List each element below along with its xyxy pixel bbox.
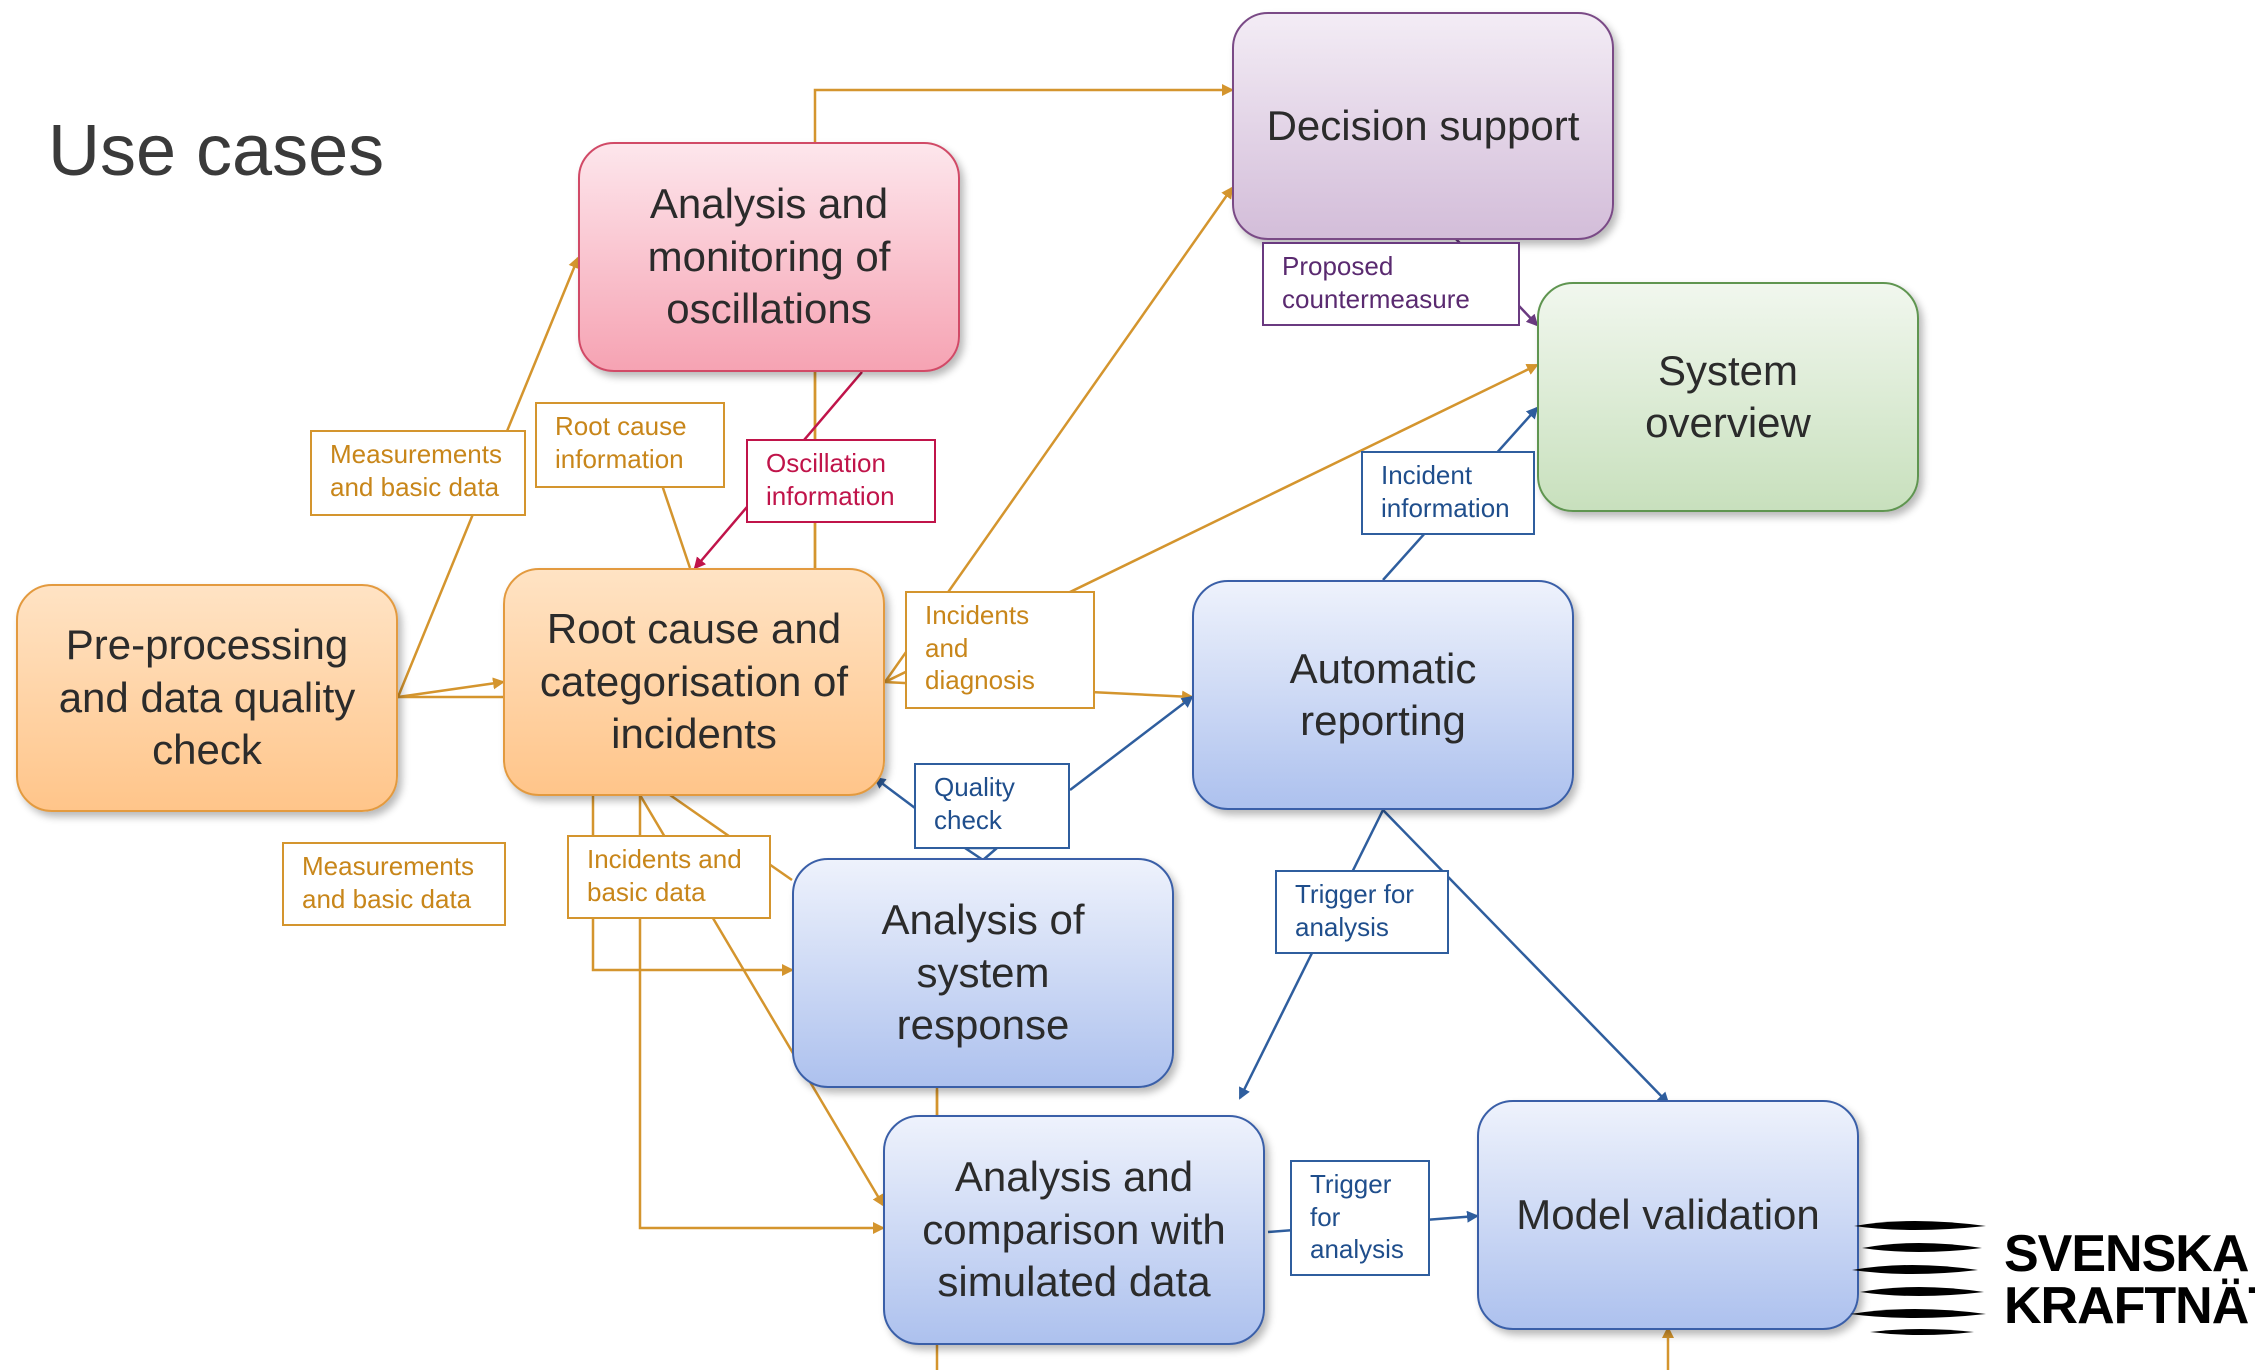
node-root-cause-label: Root cause and categorisation of inciden… — [539, 605, 849, 758]
node-oscillations: Analysis and monitoring of oscillations — [578, 142, 960, 372]
node-model-validation: Model validation — [1477, 1100, 1859, 1330]
label-incidents-diagnosis: Incidents and diagnosis — [905, 591, 1095, 709]
label-trigger-analysis-1: Trigger for analysis — [1275, 870, 1449, 954]
edge-reporting-to-validation — [1382, 809, 1670, 1105]
label-measurements-top: Measurements and basic data — [310, 430, 526, 516]
page-title: Use cases — [48, 111, 385, 191]
node-root-cause: Root cause and categorisation of inciden… — [503, 568, 885, 796]
node-automatic-reporting: Automatic reporting — [1192, 580, 1574, 810]
label-oscillation-info: Oscillation information — [746, 439, 936, 523]
edge-rootcause-to-simulated-a — [638, 795, 885, 1234]
node-system-overview: System overview — [1537, 282, 1919, 512]
edge-rootcause-label-root — [660, 484, 692, 569]
edge-quality-to-reporting — [1069, 695, 1194, 791]
label-root-cause-info: Root cause information — [535, 402, 725, 488]
node-preprocessing: Pre-processing and data quality check — [16, 584, 398, 812]
node-oscillations-label: Analysis and monitoring of oscillations — [647, 180, 891, 333]
node-system-response: Analysis of system response — [792, 858, 1174, 1088]
edge-reporting-to-simulated — [1238, 809, 1385, 1100]
node-decision-support-label: Decision support — [1266, 101, 1580, 149]
node-system-response-label: Analysis of system response — [881, 896, 1085, 1049]
edge-preprocessing-to-rootcause — [397, 677, 505, 699]
label-incidents-basic: Incidents and basic data — [567, 835, 771, 919]
node-preprocessing-label: Pre-processing and data quality check — [58, 621, 356, 774]
label-trigger-analysis-2: Trigger for analysis — [1290, 1160, 1430, 1276]
node-model-validation-label: Model validation — [1516, 1190, 1820, 1238]
node-decision-support: Decision support — [1232, 12, 1614, 240]
node-automatic-reporting-label: Automatic reporting — [1289, 644, 1477, 745]
edge-quality-to-rootcause — [873, 776, 916, 809]
node-simulated-comparison-label: Analysis and comparison with simulated d… — [922, 1153, 1226, 1306]
logo-wordmark: SVENSKA KRAFTNÄT — [2004, 1225, 2255, 1335]
label-measurements-bottom: Measurements and basic data — [282, 842, 506, 926]
node-system-overview-label: System overview — [1645, 346, 1811, 447]
label-incident-information: Incident information — [1361, 451, 1535, 535]
logo-mark — [1850, 1221, 1986, 1335]
label-quality-check: Quality check — [914, 763, 1070, 849]
node-simulated-comparison: Analysis and comparison with simulated d… — [883, 1115, 1265, 1345]
label-proposed-countermeasure: Proposed countermeasure — [1262, 242, 1520, 326]
